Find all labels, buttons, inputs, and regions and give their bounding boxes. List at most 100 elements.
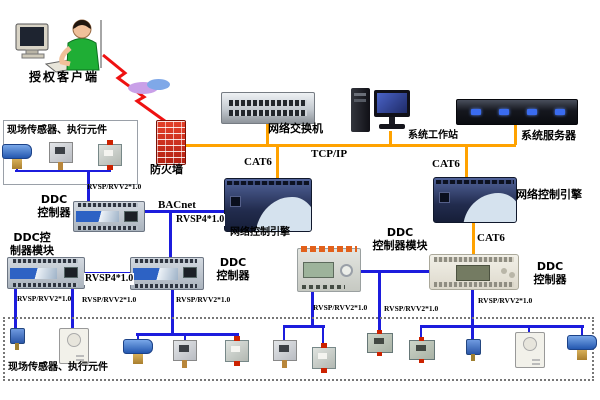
sensor-pressure-switch	[49, 142, 73, 170]
server-label: 系统服务器	[521, 129, 576, 142]
sensor-stub	[283, 325, 285, 341]
terminal-row	[434, 282, 514, 287]
pc-tower	[351, 88, 370, 132]
bottom-bus-b	[283, 325, 325, 328]
network-control-engine-right	[433, 177, 517, 223]
orange-terminal-strip	[301, 246, 357, 252]
right-ddc-drop	[471, 288, 474, 341]
workstation-device	[351, 86, 411, 134]
ddc-controller-module-right	[297, 246, 361, 292]
ddc-text: DDC	[219, 256, 247, 269]
sensor-stub	[184, 333, 186, 341]
connector-strip	[78, 226, 139, 230]
controller-text: 控制器	[37, 205, 71, 219]
dial	[340, 264, 353, 278]
switch-ports	[229, 110, 307, 116]
sensor-pressure-switch	[173, 340, 197, 368]
bacnet-label: BACnet	[158, 199, 196, 211]
connector-strip	[12, 283, 78, 287]
switch-ports	[229, 100, 307, 106]
cat6-line-engine-ddc	[472, 219, 475, 257]
ddc-text: DDC控	[13, 231, 51, 244]
ddc-controller-left	[73, 201, 145, 232]
ddc-center-label: DDC 控制器	[211, 256, 255, 282]
sensor-stub	[137, 333, 139, 340]
module2-ddc-link-line	[356, 270, 433, 273]
display	[124, 210, 139, 222]
engine-tag	[230, 195, 241, 207]
internet-cloud-icon	[147, 79, 170, 90]
label-band	[76, 211, 120, 223]
switch-stub-line	[266, 121, 269, 145]
bottom-bus-c	[420, 325, 584, 328]
engine-center-label: 网络控制引擎	[230, 227, 290, 238]
rvsp4-label-vertical: RVSP4*1.0	[175, 214, 226, 226]
field-box-top-label: 现场传感器、执行元件	[7, 125, 107, 136]
sensor-stub	[528, 325, 530, 335]
rvsp-rvv2-label: RVSP/RVV2*1.0	[313, 303, 368, 312]
ddc-text: DDC	[386, 226, 414, 239]
sensor-stub	[322, 325, 324, 344]
switch-label: 网络交换机	[268, 122, 323, 135]
network-switch-device	[221, 92, 315, 124]
client-label: 授权客户端	[28, 70, 99, 84]
module-text: 制器模块	[10, 243, 54, 257]
bottom-bus-a	[136, 333, 239, 336]
switch-sensor-drop	[378, 270, 381, 331]
label-band	[10, 267, 58, 279]
server-stub-line	[514, 121, 517, 145]
sensor-pressure-switch	[312, 343, 336, 373]
firewall-label: 防火墙	[150, 163, 183, 176]
network-control-engine-center	[224, 178, 312, 232]
sensor-small	[10, 328, 25, 350]
sensor-valve	[2, 144, 32, 171]
ddc-right-label: DDC 控制器	[526, 260, 574, 286]
display	[63, 267, 78, 278]
engine-tag	[439, 192, 450, 204]
module2-bottom-drop	[311, 290, 314, 328]
connector-strip	[12, 259, 78, 263]
server-device	[456, 99, 578, 125]
sensor-pressure-switch	[98, 140, 122, 170]
ddc-controller-module-left	[7, 257, 85, 289]
sensor-pressure-switch	[225, 336, 249, 366]
client-workstation-figure	[15, 19, 102, 73]
lcd-display	[456, 264, 491, 281]
label-band	[133, 267, 178, 280]
sensor-stub	[420, 325, 422, 338]
ddc-controller-center	[130, 257, 204, 290]
sensor-pressure-switch	[273, 340, 297, 368]
connector-strip	[78, 203, 139, 207]
field-box-bottom-label: 现场传感器、执行元件	[8, 362, 108, 373]
pc-screen	[377, 93, 407, 113]
center-ddc-drop	[171, 288, 174, 335]
field-box-top-bus	[15, 170, 111, 172]
sensor-valve	[123, 339, 153, 366]
rvsp-rvv2-label: RVSP/RVV2*1.0	[176, 295, 231, 304]
sensor-valve	[567, 335, 597, 362]
rvsp-rvv2-label: RVSP/RVV2*1.0	[478, 296, 533, 305]
cat6-label-right: CAT6	[432, 158, 460, 170]
controller-text: 控制器	[533, 272, 567, 286]
firewall-icon	[156, 120, 186, 165]
rvsp-rvv2-label: RVSP/RVV2*1.0	[17, 294, 72, 303]
ddc-left-label: DDC 控制器	[30, 193, 78, 219]
pc-slot	[354, 93, 366, 96]
pc-stand	[389, 117, 395, 124]
server-led	[527, 109, 537, 115]
engine-right-label: 网络控制引擎	[516, 188, 582, 201]
cat6-label-left: CAT6	[244, 156, 272, 168]
sensor-thermostat	[59, 328, 89, 364]
ddc-text: DDC	[536, 260, 564, 273]
terminal-strip	[302, 285, 346, 289]
ddc-module-left-label: DDC控 制器模块	[2, 231, 62, 257]
cat6-line-right	[465, 144, 468, 180]
server-led	[499, 109, 509, 115]
module-drop-right	[71, 287, 74, 331]
bacnet-bus-line	[142, 210, 228, 213]
engine-swoosh	[462, 192, 516, 222]
lcd-display	[303, 261, 334, 278]
module-drop-left	[14, 287, 17, 331]
tcpip-label: TCP/IP	[311, 148, 348, 160]
